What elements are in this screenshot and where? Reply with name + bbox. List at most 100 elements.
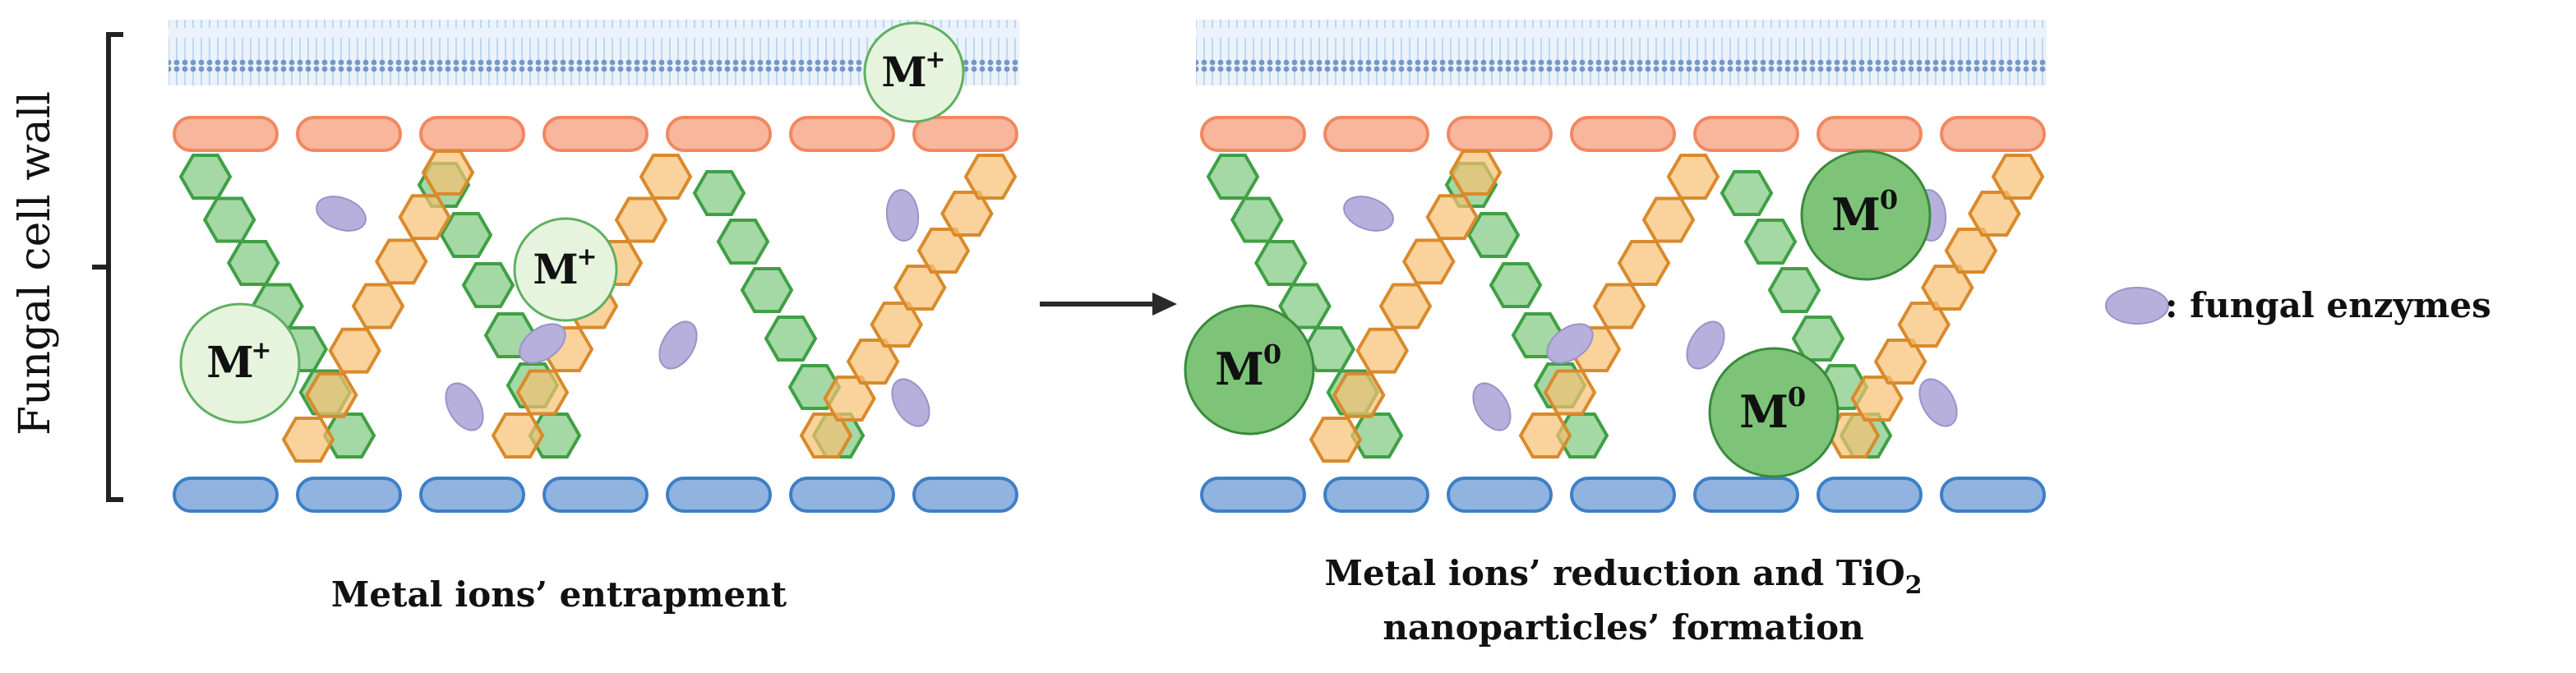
orange-hexagon	[1617, 240, 1671, 286]
blue-bar	[1447, 477, 1553, 513]
metal-ion: M +	[179, 302, 301, 424]
blue-bar	[1817, 477, 1923, 513]
outer-layer-bars	[1200, 116, 2046, 152]
green-hexagon	[202, 196, 256, 243]
left-caption: Metal ions’ entrapment	[331, 574, 787, 615]
orange-hexagon	[1641, 196, 1696, 243]
blue-bar	[173, 477, 279, 513]
particle-charge: 0	[1263, 339, 1281, 370]
orange-bar	[1323, 116, 1429, 152]
green-hexagon	[226, 240, 280, 286]
orange-hexagon	[1448, 150, 1503, 196]
enzyme-ellipse	[885, 189, 920, 242]
particle-symbol: M	[1831, 188, 1881, 241]
ion-symbol: M	[881, 48, 926, 96]
orange-hexagon	[515, 369, 570, 416]
enzyme-ellipse	[1546, 323, 1594, 364]
blue-bar	[666, 477, 772, 513]
green-hexagon	[740, 267, 794, 313]
caption-text: Metal ions’ reduction and TiO	[1324, 553, 1904, 593]
ion-charge: +	[251, 336, 271, 365]
blue-bar	[912, 477, 1018, 513]
orange-hexagon	[1518, 413, 1572, 459]
enzymes	[1343, 189, 1958, 431]
ion-symbol: M	[206, 338, 254, 388]
green-hexagon	[1720, 170, 1774, 216]
enzyme-ellipse	[891, 378, 930, 427]
blue-bar	[1940, 477, 2046, 513]
nanoparticle: M 0	[1708, 347, 1840, 478]
orange-bar	[173, 116, 279, 152]
green-hexagon	[178, 154, 233, 200]
blue-bar	[789, 477, 895, 513]
particle-charge: 0	[1788, 381, 1806, 413]
enzyme-ellipse	[316, 196, 367, 232]
orange-hexagon	[614, 196, 668, 243]
orange-hexagon	[491, 413, 545, 459]
enzyme-ellipse	[1343, 196, 1394, 232]
orange-bar	[1940, 116, 2046, 152]
green-hexagon	[1767, 267, 1821, 313]
left-panel: M + M + M + Metal ions’ entrapment	[169, 20, 1019, 615]
orange-bar	[419, 116, 525, 152]
enzymes	[316, 189, 930, 431]
ion-charge: +	[576, 242, 597, 271]
orange-hexagon	[963, 154, 1018, 200]
process-arrow	[1040, 293, 1177, 316]
orange-hexagon	[328, 327, 382, 374]
green-hexagon	[461, 262, 515, 308]
orange-hexagon	[281, 417, 335, 463]
inner-layer-bars	[173, 477, 1018, 513]
right-panel: M 0 M 0 M 0 Metal ions’ reduction and Ti…	[1184, 20, 2047, 648]
metal-ion: M +	[863, 21, 965, 123]
enzyme-ellipse	[445, 382, 484, 431]
blue-bar	[1323, 477, 1429, 513]
blue-bar	[1200, 477, 1306, 513]
bracket	[92, 32, 123, 502]
legend-label: : fungal enzymes	[2165, 285, 2491, 325]
green-hexagon	[439, 212, 493, 258]
blue-bar	[419, 477, 525, 513]
outer-layer-bars	[173, 116, 1018, 152]
orange-bar	[1447, 116, 1553, 152]
orange-hexagon	[1309, 417, 1363, 463]
legend: : fungal enzymes	[2105, 285, 2491, 325]
enzyme-ellipse-icon	[2105, 287, 2169, 325]
particle-symbol: M	[1739, 385, 1789, 438]
inner-layer-bars	[1200, 477, 2046, 513]
orange-hexagon	[1592, 283, 1646, 330]
orange-hexagon	[1425, 194, 1480, 241]
enzyme-ellipse	[1686, 320, 1725, 370]
orange-hexagon	[1991, 154, 2045, 200]
blue-bar	[296, 477, 402, 513]
orange-hexagon	[1543, 369, 1597, 416]
green-hexagon	[1466, 212, 1521, 258]
green-hexagon	[716, 219, 770, 265]
side-label: Fungal cell wall	[11, 91, 60, 436]
enzyme-ellipse	[519, 323, 566, 364]
orange-hexagon	[1666, 154, 1720, 200]
nanoparticle: M 0	[1800, 150, 1932, 281]
orange-bar	[542, 116, 649, 152]
membrane-bilayer	[1196, 20, 2047, 85]
green-hexagon	[1230, 196, 1284, 243]
orange-hexagon	[1355, 327, 1410, 374]
enzyme-ellipse	[1918, 378, 1958, 427]
orange-bar	[296, 116, 402, 152]
orange-bar	[1693, 116, 1799, 152]
orange-hexagon	[351, 283, 405, 330]
orange-hexagon	[1401, 238, 1456, 285]
orange-bar	[912, 116, 1018, 152]
green-hexagon	[1253, 240, 1308, 286]
orange-hexagon	[304, 371, 358, 418]
orange-bar	[1570, 116, 1676, 152]
blue-bar	[1693, 477, 1799, 513]
orange-hexagon	[1378, 283, 1433, 330]
green-hexagon	[1489, 262, 1543, 308]
orange-hexagon	[639, 154, 693, 200]
enzyme-ellipse	[1472, 382, 1512, 431]
right-caption-line2: nanoparticles’ formation	[1383, 607, 1863, 648]
metal-ion: M +	[513, 217, 618, 322]
green-hexagon	[1206, 154, 1260, 200]
